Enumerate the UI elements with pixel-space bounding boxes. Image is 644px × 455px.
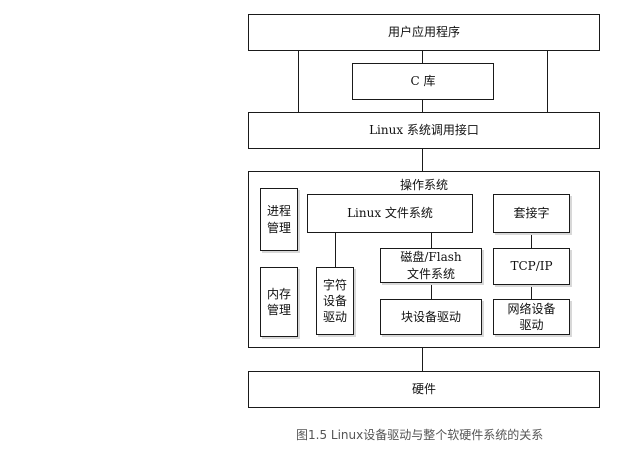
connector-tcpip-net [531,284,532,299]
disk-fs-label: 磁盘/Flash 文件系统 [400,250,462,281]
process-mgmt-box: 进程 管理 [260,188,298,251]
syscall-label: Linux 系统调用接口 [369,123,479,138]
disk-fs-box: 磁盘/Flash 文件系统 [380,248,482,283]
tcpip-box: TCP/IP [493,248,570,285]
char-driver-box: 字符 设备 驱动 [316,267,354,335]
connector-app-syscall-left [298,50,299,112]
connector-os-hardware [422,347,423,371]
memory-mgmt-box: 内存 管理 [260,267,298,337]
c-lib-label: C 库 [410,74,436,89]
socket-box: 套接字 [493,194,570,233]
block-driver-box: 块设备驱动 [380,299,482,335]
tcpip-label: TCP/IP [510,259,553,274]
connector-socket-tcpip [531,232,532,248]
connector-app-syscall-right [547,50,548,112]
connector-disk-block [431,282,432,299]
connector-syscall-os [422,148,423,171]
process-mgmt-label: 进程 管理 [266,204,291,235]
hardware-box: 硬件 [248,371,600,408]
connector-clib-syscall [422,99,423,112]
os-title: 操作系统 [399,178,448,192]
socket-label: 套接字 [513,206,550,221]
user-app-box: 用户应用程序 [248,14,600,51]
char-driver-label: 字符 设备 驱动 [322,277,347,325]
user-app-label: 用户应用程序 [387,25,460,40]
memory-mgmt-label: 内存 管理 [266,286,291,317]
os-container: 操作系统 进程 管理 内存 管理 Linux 文件系统 字符 设备 驱动 磁盘/… [248,171,600,348]
hardware-label: 硬件 [411,382,436,397]
linux-fs-label: Linux 文件系统 [347,206,433,221]
figure-caption: 图1.5 Linux设备驱动与整个软硬件系统的关系 [296,428,544,442]
c-lib-box: C 库 [352,63,494,100]
syscall-box: Linux 系统调用接口 [248,112,600,149]
net-driver-box: 网络设备 驱动 [493,299,570,335]
block-driver-label: 块设备驱动 [400,309,461,324]
linux-fs-box: Linux 文件系统 [307,194,473,233]
connector-app-clib [422,50,423,63]
connector-fs-char [335,232,336,267]
connector-fs-disk [431,232,432,248]
net-driver-label: 网络设备 驱动 [507,301,556,332]
